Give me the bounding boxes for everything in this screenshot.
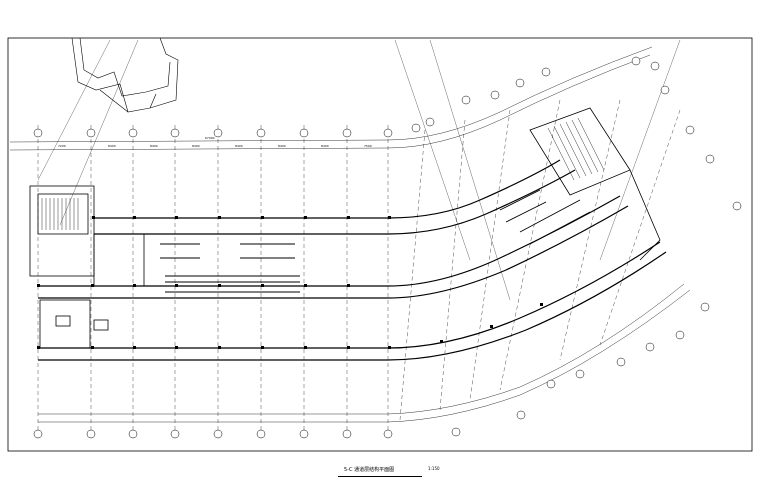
drawing-title: 5-C 通道层结构平面图 xyxy=(344,467,395,473)
upper-building-outline xyxy=(71,37,179,113)
total-dim-label: 67000 xyxy=(205,136,215,140)
grid-bubbles-top xyxy=(33,56,742,211)
dim-label: 7200 xyxy=(58,144,66,148)
grid-lines xyxy=(37,99,681,440)
equipment-rows xyxy=(160,189,591,299)
construction-lines xyxy=(37,39,681,301)
dim-label: 8400 xyxy=(321,144,329,148)
column-marks xyxy=(37,216,543,349)
dimension-labels: 7200 8400 8400 8400 8400 8400 8400 7500 … xyxy=(58,136,372,148)
dimension-lines xyxy=(9,46,691,423)
dim-label: 8400 xyxy=(192,144,200,148)
title-underline xyxy=(338,476,422,477)
drawing-scale: 1:150 xyxy=(428,466,440,471)
corridor-walls xyxy=(38,159,667,361)
grid-bubbles-bottom xyxy=(33,302,710,439)
right-stair-block xyxy=(529,107,661,261)
dim-label: 7500 xyxy=(364,144,372,148)
drawing-frame xyxy=(7,37,753,452)
dim-label: 8400 xyxy=(235,144,243,148)
left-stair-block xyxy=(29,185,145,349)
dim-label: 8400 xyxy=(108,144,116,148)
dim-label: 8400 xyxy=(278,144,286,148)
dim-label: 8400 xyxy=(150,144,158,148)
